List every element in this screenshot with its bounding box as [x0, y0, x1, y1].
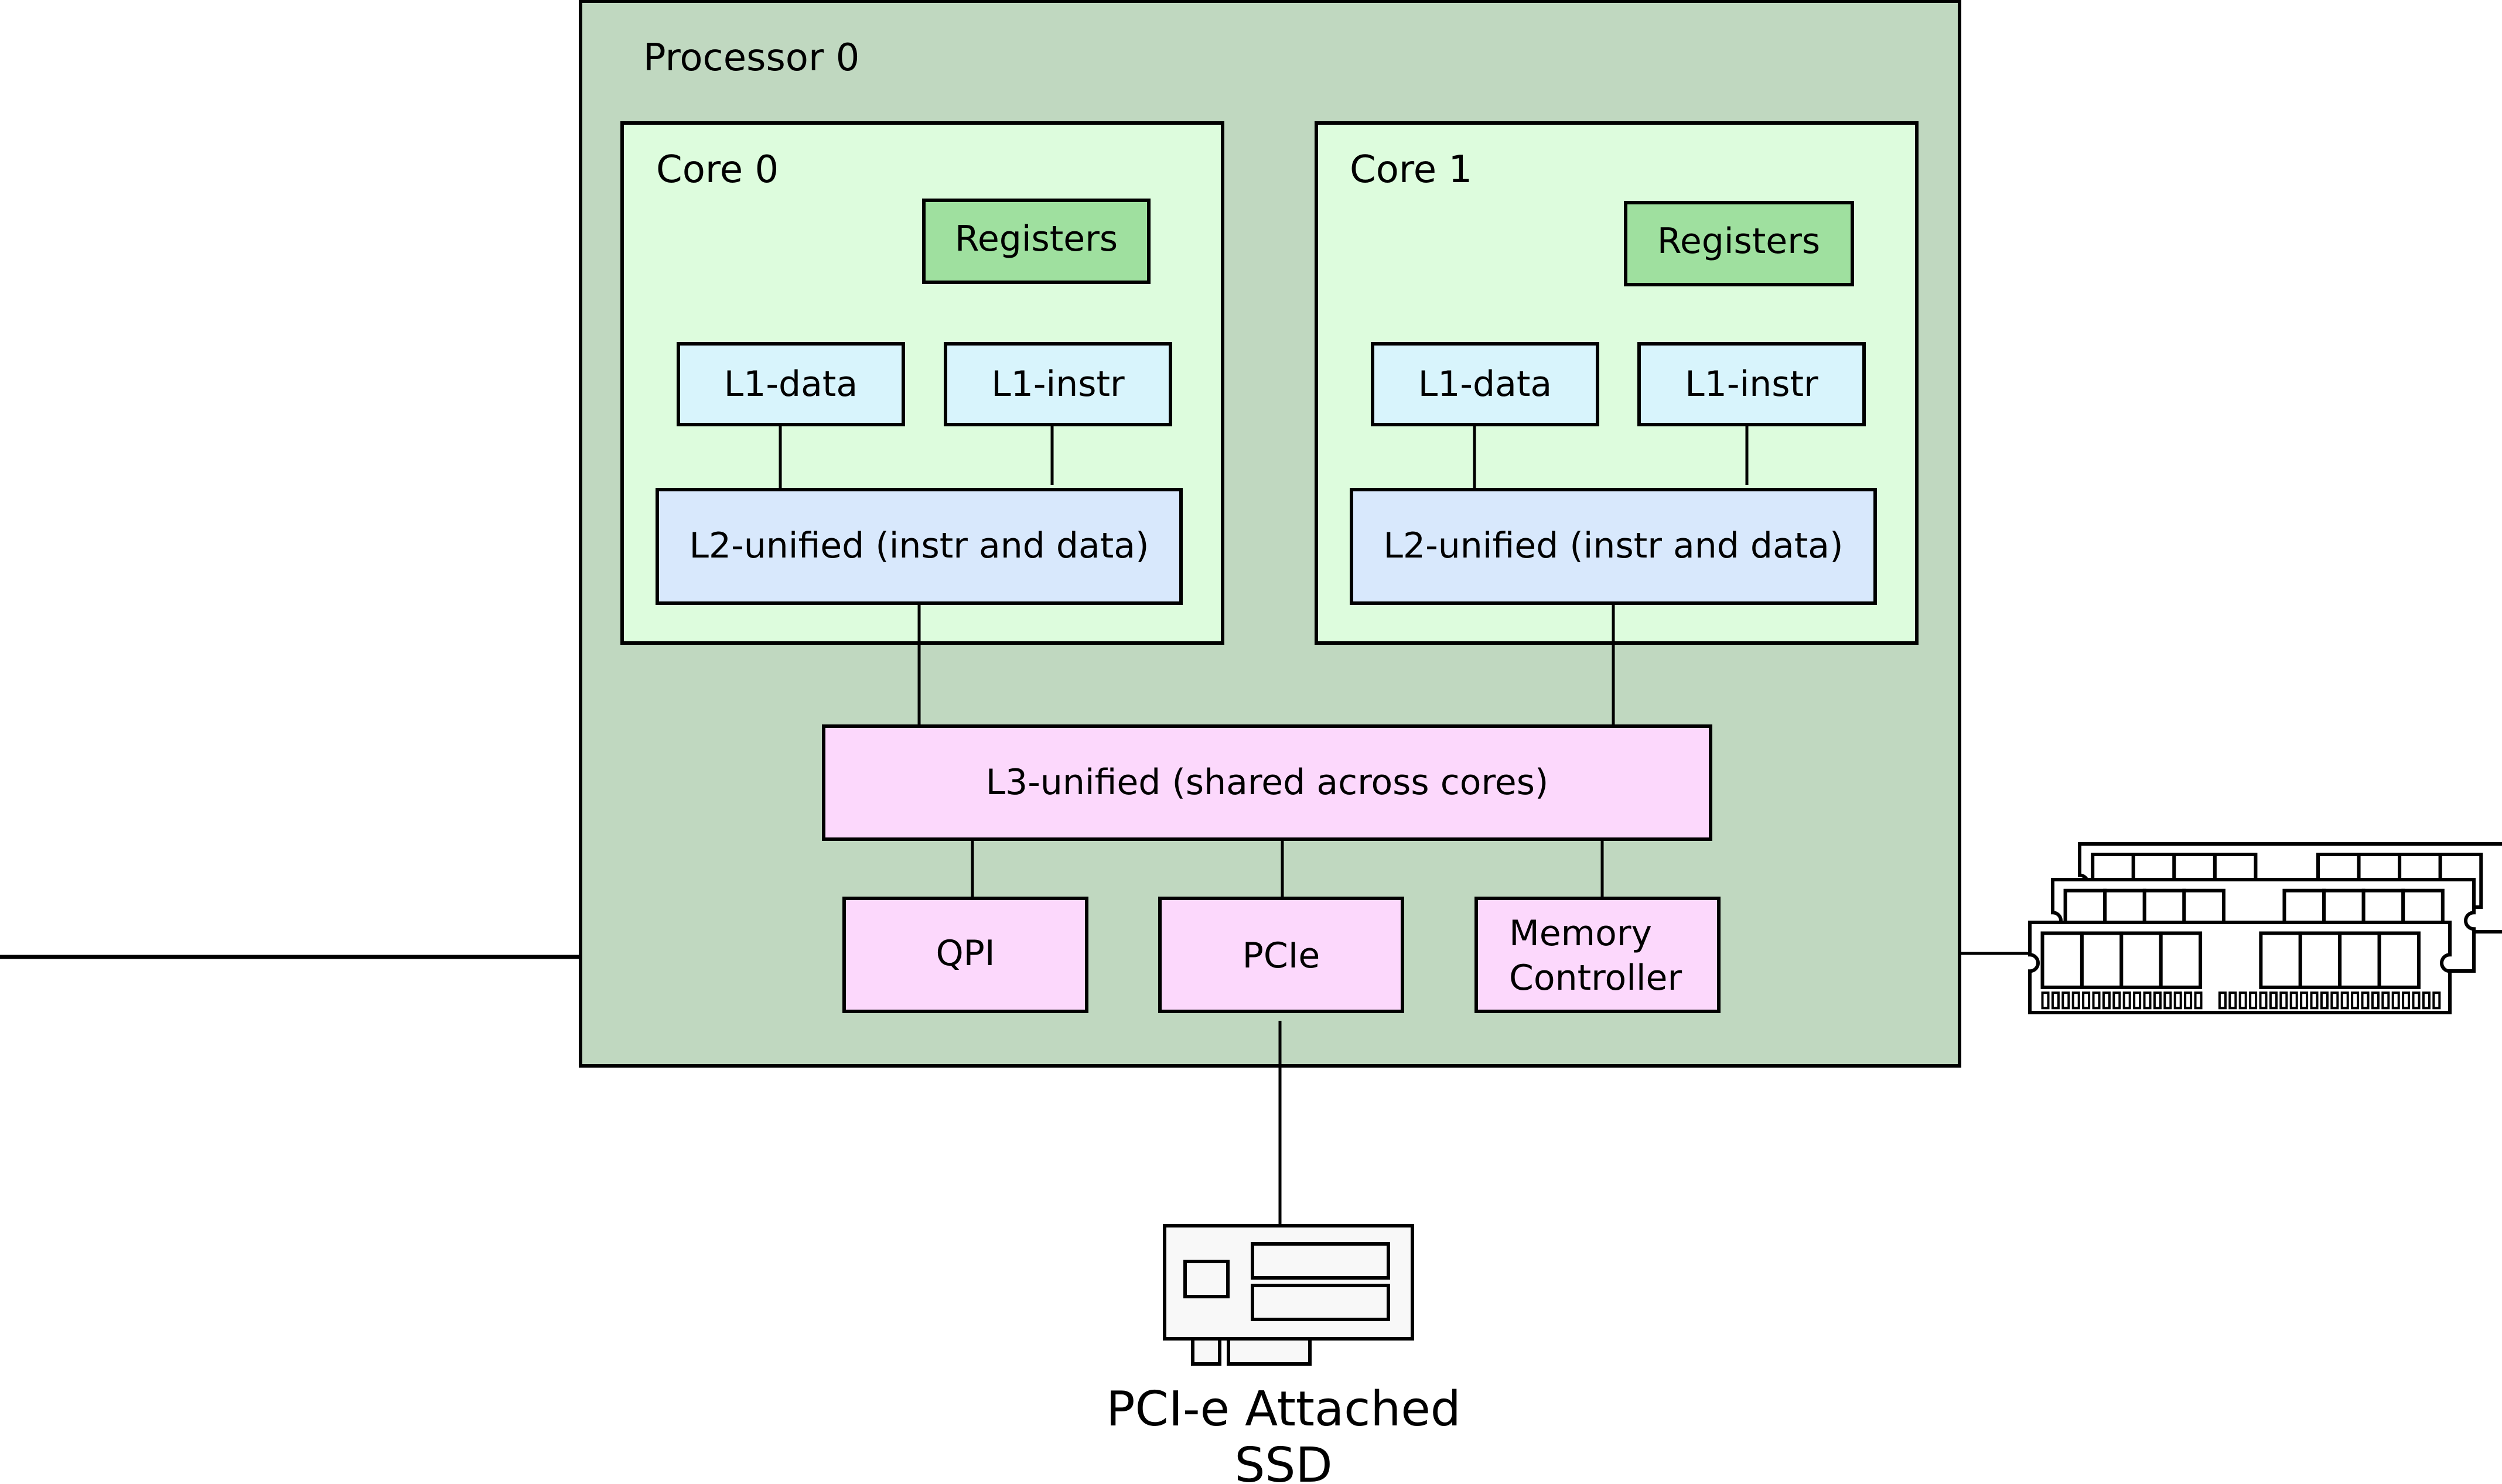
qpi-label: QPI	[936, 933, 995, 974]
ram-chip-icon	[2377, 931, 2421, 989]
ram-pin-icon	[2259, 991, 2268, 1010]
ram-pin-icon	[2153, 991, 2162, 1010]
ram-pin-icon	[2269, 991, 2278, 1010]
core-0-l1-data-label: L1-data	[724, 364, 858, 405]
core-1-label: Core 1	[1350, 148, 1472, 192]
ram-pin-icon	[2351, 991, 2360, 1010]
ram-pin-icon	[2289, 991, 2298, 1010]
core-1-l1-data-label: L1-data	[1418, 364, 1552, 405]
l3-box	[822, 724, 1712, 841]
ram-pin-icon	[2041, 991, 2050, 1010]
l3-label: L3-unified (shared across cores)	[986, 762, 1549, 803]
ram-pin-icon	[2391, 991, 2400, 1010]
ram-pin-icon	[2361, 991, 2370, 1010]
memory-controller-label-line1: Memory	[1509, 913, 1652, 954]
ssd-label-line2: SSD	[1234, 1438, 1332, 1484]
core-0-l1-instr-box	[944, 342, 1172, 426]
ram-pin-icon	[2143, 991, 2152, 1010]
ram-pin-icon	[2238, 991, 2247, 1010]
ssd-flash-chip-icon	[1251, 1242, 1390, 1280]
ram-pin-icon	[2228, 991, 2237, 1010]
ram-pin-icon	[2279, 991, 2288, 1010]
ram-pin-icon	[2122, 991, 2131, 1010]
ram-pin-icon	[2173, 991, 2182, 1010]
core-0: Core 0 Registers L1-data L1-instr L2-uni…	[620, 121, 1224, 645]
ram-pin-icon	[2249, 991, 2258, 1010]
ram-chip-icon	[2159, 931, 2203, 989]
ram-pin-icon	[2432, 991, 2441, 1010]
ram-pin-icon	[2422, 991, 2431, 1010]
ram-pin-icon	[2381, 991, 2390, 1010]
qpi-box	[842, 897, 1088, 1013]
ram-pin-icon	[2300, 991, 2309, 1010]
core-0-label: Core 0	[656, 148, 779, 192]
ram-pin-icon	[2082, 991, 2091, 1010]
ssd-controller-chip-icon	[1183, 1260, 1230, 1298]
core-1-registers-label: Registers	[1657, 221, 1820, 262]
ssd-label-line1: PCI-e Attached	[1106, 1382, 1461, 1437]
ram-pin-icon	[2051, 991, 2060, 1010]
ram-pin-icon	[2412, 991, 2421, 1010]
ram-pin-icon	[2371, 991, 2380, 1010]
ram-chip-icon	[2040, 931, 2084, 989]
ssd-flash-chip-icon	[1251, 1284, 1390, 1321]
pcie-label: PCIe	[1243, 935, 1320, 976]
memory-controller-label-line2: Controller	[1509, 958, 1682, 999]
core-1-registers-box	[1624, 201, 1854, 286]
pcie-ssd-card-icon	[1163, 1224, 1414, 1366]
core-1-l1-instr-box	[1637, 342, 1866, 426]
core-0-l2-label: L2-unified (instr and data)	[689, 525, 1149, 566]
ram-pin-icon	[2218, 991, 2227, 1010]
ram-chip-icon	[2298, 931, 2342, 989]
ram-pin-icon	[2310, 991, 2319, 1010]
ram-chip-icon	[2259, 931, 2302, 989]
core-0-l2-box	[656, 488, 1183, 605]
core-0-l1-data-box	[677, 342, 905, 426]
ram-pin-icon	[2320, 991, 2329, 1010]
ram-pin-icon	[2402, 991, 2411, 1010]
ram-pin-icon	[2330, 991, 2339, 1010]
ram-pin-icon	[2163, 991, 2172, 1010]
ram-pin-icon	[2102, 991, 2111, 1010]
core-0-registers-box	[922, 199, 1151, 284]
ram-pin-icon	[2133, 991, 2142, 1010]
core-1-l1-data-box	[1371, 342, 1599, 426]
ram-module-icon	[2028, 921, 2452, 1014]
core-1-l2-box	[1350, 488, 1877, 605]
ram-pin-icon	[2071, 991, 2080, 1010]
ram-pin-icon	[2092, 991, 2101, 1010]
ram-modules-icon	[2028, 842, 2502, 1014]
core-1: Core 1 Registers L1-data L1-instr L2-uni…	[1315, 121, 1919, 645]
ram-chip-icon	[2080, 931, 2124, 989]
ram-pin-icon	[2061, 991, 2070, 1010]
core-1-l1-instr-label: L1-instr	[1685, 364, 1818, 405]
ram-chip-icon	[2338, 931, 2381, 989]
core-0-l1-instr-label: L1-instr	[991, 364, 1125, 405]
ram-chip-icon	[2119, 931, 2163, 989]
core-1-l2-label: L2-unified (instr and data)	[1384, 525, 1844, 566]
core-0-registers-label: Registers	[955, 218, 1118, 259]
ram-pin-icon	[2112, 991, 2121, 1010]
ram-pin-icon	[2184, 991, 2193, 1010]
ram-pin-icon	[2340, 991, 2349, 1010]
ram-pin-icon	[2194, 991, 2203, 1010]
processor-label: Processor 0	[643, 36, 859, 80]
memory-controller-box	[1474, 897, 1721, 1013]
pcie-box	[1158, 897, 1404, 1013]
